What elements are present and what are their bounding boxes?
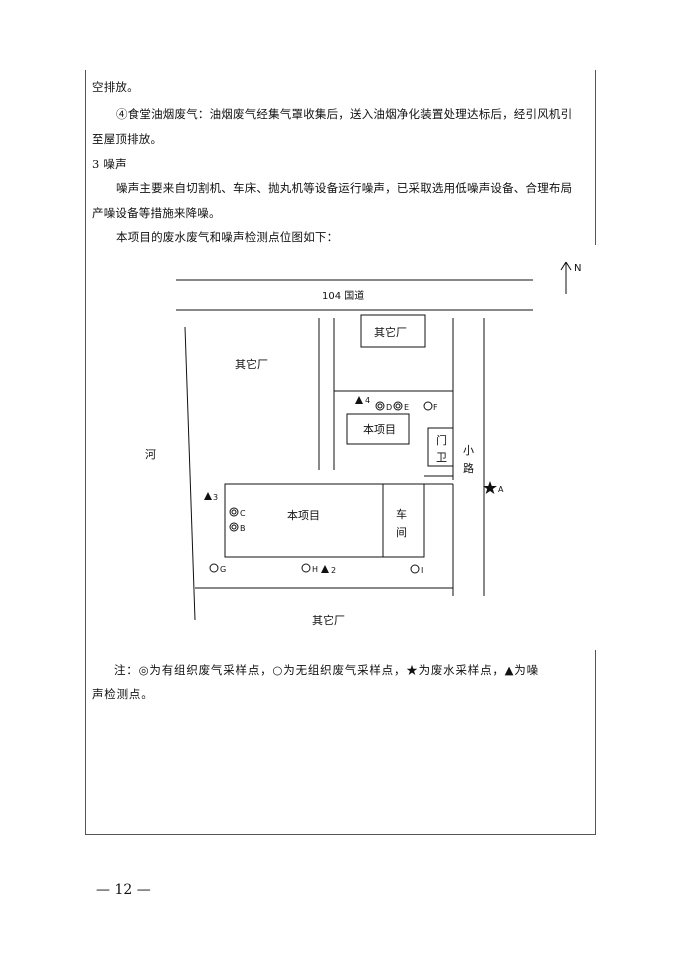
body-line-6: 产噪设备等措施来降噪。 (92, 206, 221, 220)
point-f-label: F (433, 403, 438, 412)
page-number: — 12 — (96, 882, 151, 898)
north-label: N (574, 263, 581, 274)
river-label: 河 (145, 448, 156, 461)
other-factory-top-label: 其它厂 (374, 325, 407, 339)
noise-point-2-label: 2 (331, 566, 336, 575)
gate-label-2: 卫 (436, 451, 447, 464)
point-d-label: D (386, 403, 392, 412)
noise-point-2-icon (321, 565, 329, 573)
other-factory-top-box (360, 314, 426, 348)
organized-gas-point-d-icon (375, 401, 385, 411)
body-line-5: 噪声主要来自切割机、车床、抛丸机等设备运行噪声，已采取选用低噪声设备、合理布局 (116, 181, 573, 195)
organized-gas-point-c-icon (229, 507, 239, 517)
point-e-label: E (404, 403, 409, 412)
other-factory-left-label: 其它厂 (235, 357, 268, 371)
road-label: 104 国道 (322, 289, 364, 302)
point-b-label: B (240, 524, 246, 533)
project-small-box (346, 413, 410, 445)
table-border-bottom (85, 834, 596, 835)
unorganized-gas-point-i-icon (410, 564, 420, 574)
unorganized-gas-point-f-icon (423, 401, 433, 411)
unorganized-gas-point-g-icon (209, 563, 219, 573)
body-line-7: 本项目的废水废气和噪声检测点位图如下： (116, 230, 339, 244)
lane-label-2: 路 (463, 462, 474, 475)
body-line-3: 至屋顶排放。 (92, 132, 163, 146)
organized-gas-point-b-icon (229, 522, 239, 532)
section-heading-noise: 3 噪声 (92, 157, 127, 171)
table-border-left (85, 70, 86, 835)
point-g-label: G (220, 565, 226, 574)
legend-note-line-2: 声检测点。 (92, 687, 154, 701)
table-border-right-upper (595, 70, 596, 245)
legend-note-line-1: 注：◎为有组织废气采样点，○为无组织废气采样点，★为废水采样点，▲为噪 (114, 663, 539, 677)
point-a-label: A (498, 485, 504, 494)
noise-point-4-label: 4 (365, 396, 370, 405)
project-small-label: 本项目 (363, 422, 396, 436)
lane-label-1: 小 (463, 444, 474, 457)
table-border-right-lower (595, 650, 596, 835)
wastewater-point-a-icon (483, 481, 497, 494)
point-i-label: I (421, 566, 423, 575)
organized-gas-point-e-icon (393, 401, 403, 411)
gate-label-1: 门 (436, 433, 447, 447)
workshop-label-2: 间 (396, 526, 407, 539)
point-c-label: C (240, 509, 246, 518)
point-h-label: H (312, 565, 318, 574)
gate-box (427, 427, 454, 467)
noise-point-4-icon (355, 396, 363, 404)
unorganized-gas-point-h-icon (301, 563, 311, 573)
body-line-1: 空排放。 (92, 80, 139, 94)
project-main-label: 本项目 (287, 508, 320, 522)
body-line-2: ④食堂油烟废气：油烟废气经集气罩收集后，送入油烟净化装置处理达标后，经引风机引 (116, 107, 573, 121)
north-arrow-icon (560, 261, 572, 294)
river-boundary-line (184, 326, 196, 621)
noise-point-3-label: 3 (213, 493, 218, 502)
noise-point-3-icon (204, 492, 212, 500)
workshop-label-1: 车 (396, 507, 407, 521)
other-factory-bottom-label: 其它厂 (312, 613, 345, 627)
workshop-box (382, 483, 425, 558)
